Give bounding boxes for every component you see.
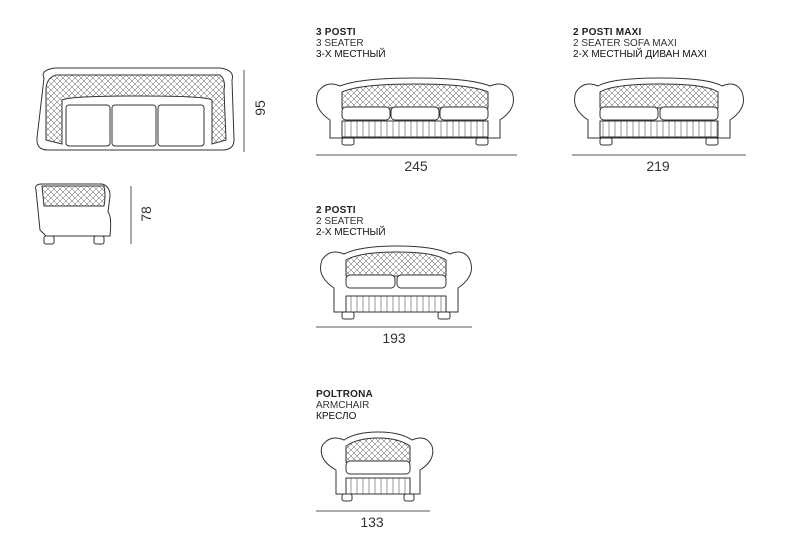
sofa-three-seater-drawing bbox=[316, 77, 514, 146]
sofa-two-seater-maxi-drawing bbox=[574, 77, 744, 146]
model-subtitle-en: 2 SEATER bbox=[316, 216, 364, 227]
width-label-two-seater: 193 bbox=[382, 330, 406, 346]
model-block-three-seater: 3 POSTI 3 SEATER 3-Х МЕСТНЫЙ bbox=[316, 27, 386, 60]
model-title: 2 POSTI MAXI bbox=[573, 27, 642, 38]
model-title: POLTRONA bbox=[316, 389, 373, 400]
width-label-three-seater: 245 bbox=[404, 158, 428, 174]
side-view bbox=[35, 183, 112, 245]
model-block-two-seater-maxi: 2 POSTI MAXI 2 SEATER SOFA MAXI 2-Х МЕСТ… bbox=[573, 27, 707, 60]
model-subtitle-en: ARMCHAIR bbox=[316, 400, 370, 411]
model-subtitle-en: 3 SEATER bbox=[316, 38, 364, 49]
model-title: 2 POSTI bbox=[316, 205, 356, 216]
sofa-two-seater-drawing bbox=[320, 245, 472, 320]
height-label: 78 bbox=[138, 206, 154, 222]
model-block-armchair: POLTRONA ARMCHAIR КРЕСЛО bbox=[316, 389, 373, 422]
model-subtitle-en: 2 SEATER SOFA MAXI bbox=[573, 38, 677, 49]
model-title: 3 POSTI bbox=[316, 27, 356, 38]
model-block-two-seater: 2 POSTI 2 SEATER 2-Х МЕСТНЫЙ bbox=[316, 205, 386, 238]
model-subtitle-ru: 3-Х МЕСТНЫЙ bbox=[316, 49, 386, 60]
model-subtitle-ru: 2-Х МЕСТНЫЙ ДИВАН MAXI bbox=[573, 49, 707, 60]
width-label-two-seater-maxi: 219 bbox=[646, 158, 670, 174]
width-label-armchair: 133 bbox=[360, 514, 384, 530]
plan-view bbox=[36, 67, 235, 151]
model-subtitle-ru: КРЕСЛО bbox=[316, 411, 357, 422]
model-subtitle-ru: 2-Х МЕСТНЫЙ bbox=[316, 227, 386, 238]
armchair-drawing bbox=[320, 431, 434, 502]
depth-label: 95 bbox=[252, 100, 268, 116]
